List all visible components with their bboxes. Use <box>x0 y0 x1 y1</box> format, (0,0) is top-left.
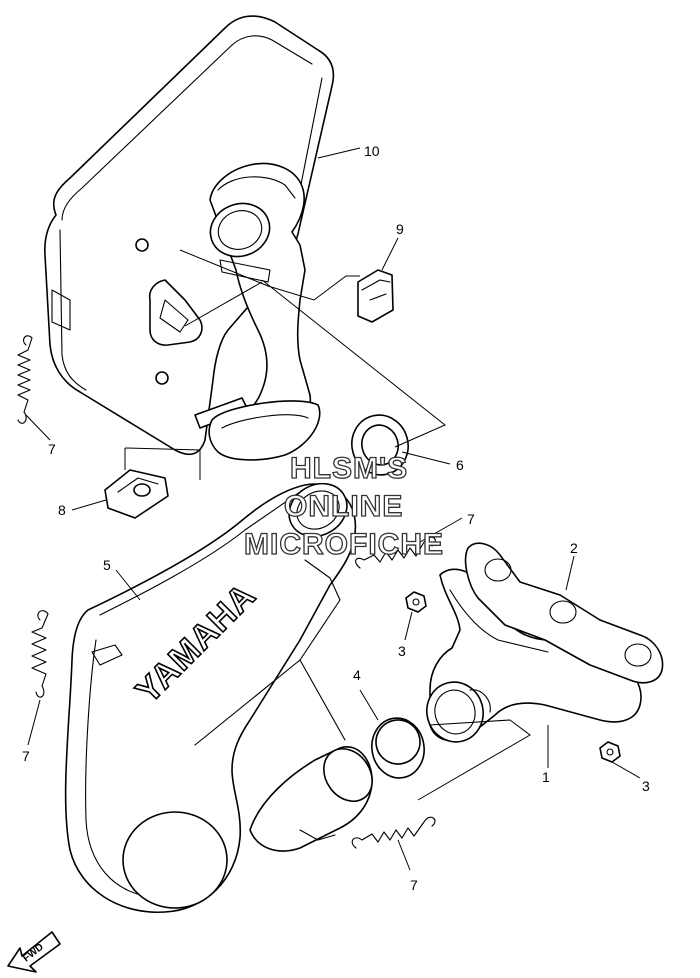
callout-7: 7 <box>467 511 475 527</box>
watermark-line-3: MICROFICHE <box>244 528 444 561</box>
callout-6: 6 <box>456 457 464 473</box>
nut-part-3-upper[interactable] <box>404 591 427 641</box>
spring-part-7-lower[interactable] <box>351 816 436 871</box>
callout-9: 9 <box>396 221 404 237</box>
callout-3: 3 <box>642 778 650 794</box>
spring-part-7-left-upper[interactable] <box>17 335 51 441</box>
forward-direction-arrow-icon: FWD <box>7 931 61 973</box>
callout-1: 1 <box>542 769 550 785</box>
watermark: HLSM'S ONLINE MICROFICHE <box>243 451 444 561</box>
callout-5: 5 <box>103 557 111 573</box>
muffler-box[interactable] <box>44 15 361 461</box>
callout-3: 3 <box>398 643 406 659</box>
callout-labels: 10 9 7 6 8 7 2 5 3 4 7 1 3 7 <box>22 143 650 893</box>
callout-10: 10 <box>364 143 380 159</box>
manifold-gasket-part-2[interactable] <box>464 542 664 684</box>
watermark-line-1: HLSM'S <box>290 452 408 485</box>
joint-sleeve-part-4[interactable] <box>359 689 429 782</box>
clip-part-9[interactable] <box>357 237 399 323</box>
nut-part-3-lower[interactable] <box>599 741 641 779</box>
spring-part-7-left-lower[interactable] <box>27 610 49 746</box>
spring-part-7-center[interactable] <box>355 517 463 569</box>
watermark-line-2: ONLINE <box>284 490 403 523</box>
callout-7: 7 <box>22 748 30 764</box>
callout-7: 7 <box>410 877 418 893</box>
clip-part-8[interactable] <box>71 469 169 519</box>
gasket-ring-part-6[interactable] <box>345 409 451 481</box>
muffler-pipe-part-5[interactable]: YAMAHA <box>64 473 382 913</box>
callout-8: 8 <box>58 502 66 518</box>
callout-4: 4 <box>353 667 361 683</box>
callout-7: 7 <box>48 441 56 457</box>
callout-2: 2 <box>570 540 578 556</box>
assembly-lines <box>124 249 531 801</box>
